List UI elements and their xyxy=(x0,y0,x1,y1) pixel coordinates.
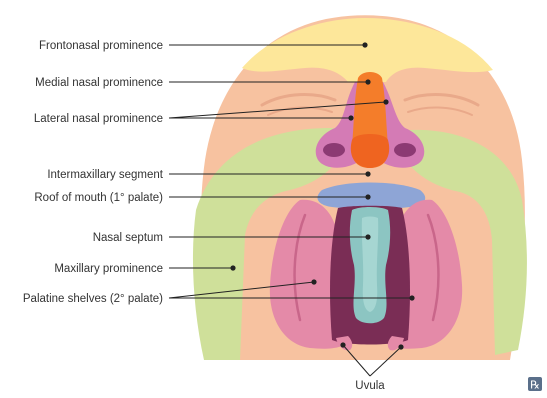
dot-lateral-nasal-b xyxy=(348,115,353,120)
rx-logo: ℞ xyxy=(530,380,540,392)
label-roof-of-mouth: Roof of mouth (1° palate) xyxy=(34,192,163,204)
dot-palatine-b xyxy=(409,295,414,300)
dot-frontonasal xyxy=(362,42,367,47)
dot-intermaxillary xyxy=(365,171,370,176)
dot-palatine-a xyxy=(311,279,316,284)
dot-roof-of-mouth xyxy=(365,194,370,199)
dot-lateral-nasal-a xyxy=(383,99,388,104)
label-medial-nasal-prominence: Medial nasal prominence xyxy=(35,77,163,89)
label-nasal-septum: Nasal septum xyxy=(93,232,163,244)
left-nostril xyxy=(323,143,345,157)
label-palatine-shelves: Palatine shelves (2° palate) xyxy=(23,293,163,305)
dot-maxillary xyxy=(230,265,235,270)
dot-nasal-septum xyxy=(365,234,370,239)
dot-uvula-b xyxy=(398,344,403,349)
dot-uvula-a xyxy=(340,342,345,347)
intermaxillary-segment xyxy=(351,134,389,168)
label-lateral-nasal-prominence: Lateral nasal prominence xyxy=(34,113,163,125)
label-intermaxillary-segment: Intermaxillary segment xyxy=(47,169,163,181)
label-frontonasal-prominence: Frontonasal prominence xyxy=(39,40,163,52)
label-uvula: Uvula xyxy=(355,380,385,392)
right-nostril xyxy=(394,143,416,157)
dot-medial-nasal xyxy=(365,79,370,84)
label-maxillary-prominence: Maxillary prominence xyxy=(54,263,163,275)
